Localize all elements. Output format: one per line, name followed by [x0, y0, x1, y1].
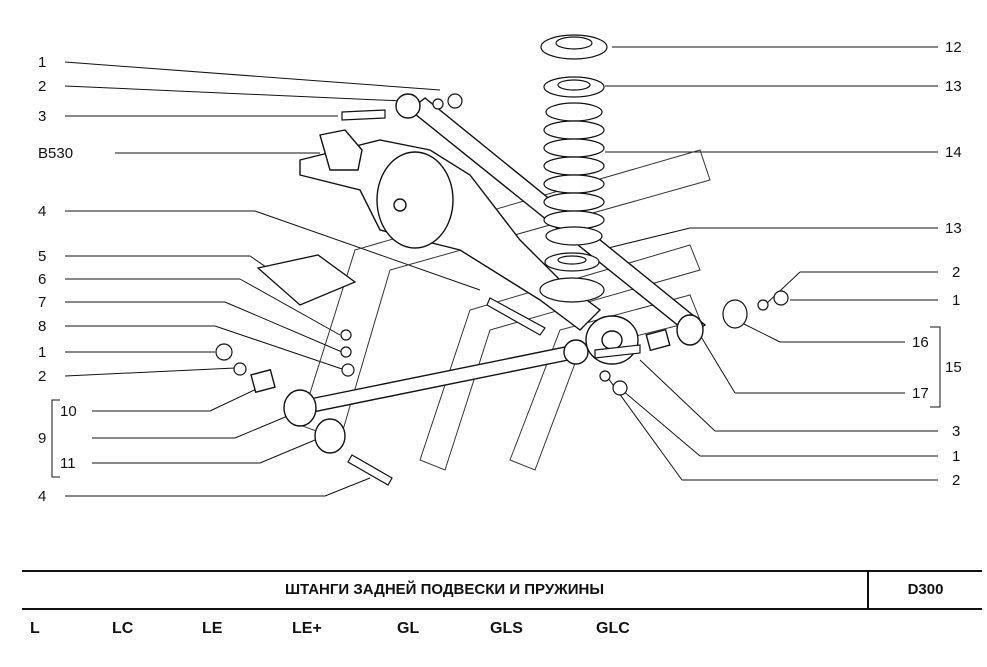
callout-label: 3: [952, 423, 960, 440]
title-block: ШТАНГИ ЗАДНЕЙ ПОДВЕСКИ И ПРУЖИНЫ D300: [22, 570, 982, 610]
callout-label: 16: [912, 334, 929, 351]
variant-label: L: [30, 620, 40, 637]
variant-label: LC: [112, 620, 134, 637]
variant-label: GL: [397, 620, 420, 637]
leader-line: [64, 367, 236, 377]
variant-label: LE: [202, 620, 223, 637]
leader-line: [214, 325, 346, 371]
variant-label: GLS: [490, 620, 523, 637]
callout-label: 10: [60, 403, 77, 420]
diagram-title: ШТАНГИ ЗАДНЕЙ ПОДВЕСКИ И ПРУЖИНЫ: [22, 572, 869, 608]
callout-label: 14: [945, 144, 962, 161]
callout-label: 8: [38, 318, 46, 335]
callout-label: 1: [38, 344, 46, 361]
leader-line: [621, 389, 701, 457]
callout-label: 2: [38, 368, 46, 385]
callout-label: 4: [38, 488, 46, 505]
leader-line: [324, 477, 371, 497]
leader-line: [599, 227, 691, 251]
bolt: [341, 109, 641, 486]
callout-label: 6: [38, 271, 46, 288]
callout-label: 2: [38, 78, 46, 95]
variant-label: GLC: [596, 620, 630, 637]
rod-bushing: [250, 314, 704, 454]
callout-label: 17: [912, 385, 929, 402]
leader-line: [64, 85, 426, 103]
mounting-bracket: [256, 254, 357, 306]
nut: [215, 93, 789, 396]
leader-line: [224, 301, 343, 353]
leader-line: [64, 61, 441, 91]
leader-line: [234, 414, 291, 439]
callout-label: 7: [38, 294, 46, 311]
leader-line: [259, 439, 316, 464]
wheel-hub: [585, 315, 639, 365]
diagram-code: D300: [907, 581, 944, 598]
callout-label: 3: [38, 108, 46, 125]
leader-line: [764, 271, 801, 306]
callout-label: 9: [38, 430, 46, 447]
leader-line: [639, 359, 716, 432]
variant-label: LE+: [292, 620, 322, 637]
callout-label: 13: [945, 220, 962, 237]
model-variants: L LC LE LE+ GL GLS GLC: [0, 620, 987, 644]
callout-label: B530: [38, 145, 73, 162]
leader-line: [239, 278, 341, 336]
bracket: [930, 326, 941, 408]
callout-label: 4: [38, 203, 46, 220]
callout-label: 1: [952, 448, 960, 465]
callout-label: 12: [945, 39, 962, 56]
coil-spring: [539, 34, 608, 303]
callout-label: 1: [952, 292, 960, 309]
callout-label: 11: [60, 455, 76, 472]
leader-line: [254, 210, 481, 291]
callout-label: 5: [38, 248, 46, 265]
leader-line: [699, 334, 736, 394]
callout-label: 15: [945, 359, 962, 376]
callout-label: 2: [952, 264, 960, 281]
leader-line: [739, 321, 781, 343]
suspension-exploded-diagram: 1 2 3 B530 4 5 6 7 8 1 2 10 9 11 4 12 13…: [38, 34, 962, 505]
callout-label: 2: [952, 472, 960, 489]
callout-label: 13: [945, 78, 962, 95]
lower-rod: [283, 339, 589, 427]
bracket: [51, 399, 60, 478]
callout-label: 1: [38, 54, 46, 71]
axle-housing: [299, 129, 602, 331]
